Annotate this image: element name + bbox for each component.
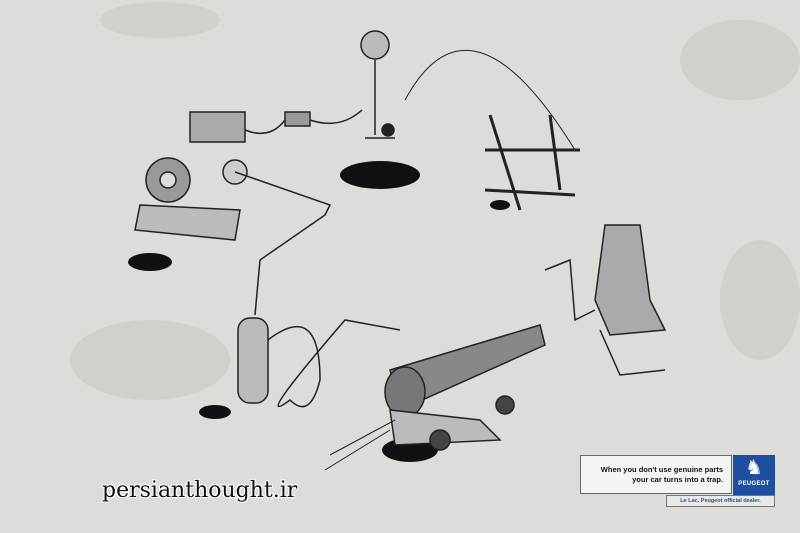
grinder-wheel-drawing xyxy=(360,30,390,60)
engine-drawing xyxy=(189,111,246,143)
peugeot-logo: ♞ PEUGEOT xyxy=(733,455,775,495)
brand-name: PEUGEOT xyxy=(738,481,770,487)
watermark: persianthought.ir xyxy=(102,478,298,503)
tagline-line1: When you don't use genuine parts xyxy=(600,465,723,474)
catapult-drawing xyxy=(484,114,580,211)
lion-icon: ♞ xyxy=(745,457,763,479)
machine-drawings xyxy=(134,30,667,471)
stains xyxy=(70,2,800,400)
extinguisher-drawing xyxy=(237,317,269,404)
car-seat-drawing xyxy=(594,224,667,336)
ink-splats xyxy=(128,161,618,462)
tagline-line2: your car turns into a trap. xyxy=(632,475,723,484)
dealer-label: Le Lac. Peugeot official dealer. xyxy=(666,495,775,507)
tagline-box: When you don't use genuine parts your ca… xyxy=(580,455,732,494)
